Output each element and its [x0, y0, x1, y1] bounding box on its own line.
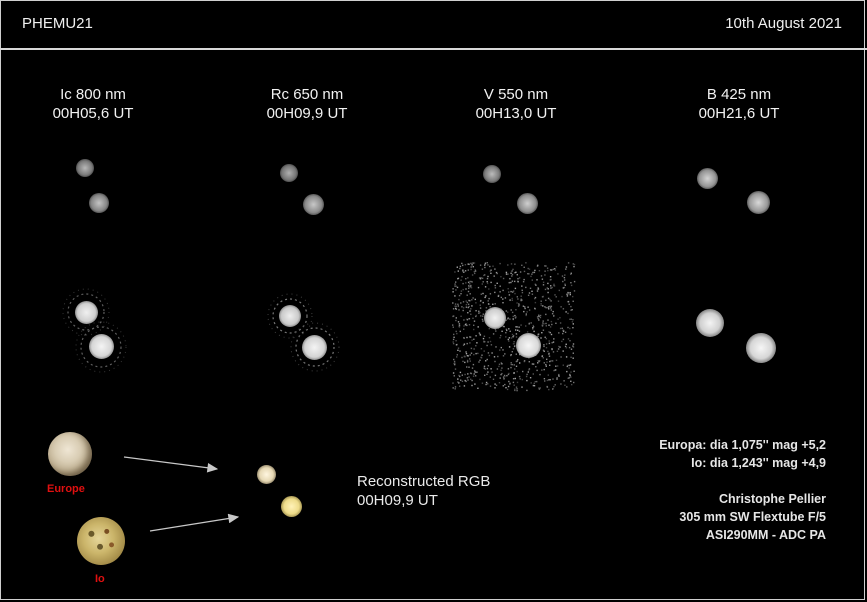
- event-title: PHEMU21: [22, 15, 93, 32]
- europa-label: Europe: [47, 483, 85, 495]
- telescope: 305 mm SW Flextube F/5: [679, 510, 826, 524]
- filter-caption-ic: Ic 800 nm 00H05,6 UT: [23, 85, 163, 123]
- moon-io-v-raw: [517, 193, 538, 214]
- moon-io-b: [746, 333, 776, 363]
- filter-time: 00H05,6 UT: [52, 105, 134, 122]
- filter-caption-b: B 425 nm 00H21,6 UT: [669, 85, 809, 123]
- filter-caption-v: V 550 nm 00H13,0 UT: [446, 85, 586, 123]
- moon-europa-ic: [75, 301, 98, 324]
- header-divider: [0, 48, 867, 50]
- moon-io-rc: [302, 335, 327, 360]
- filter-caption-rc: Rc 650 nm 00H09,9 UT: [237, 85, 377, 123]
- io-data: Io: dia 1,243'' mag +4,9: [691, 456, 826, 470]
- moon-europa-rc: [279, 305, 301, 327]
- moon-europa-ic-raw: [76, 159, 94, 177]
- author: Christophe Pellier: [719, 492, 826, 506]
- moon-io-b-raw: [747, 191, 770, 214]
- filter-band: V 550 nm: [483, 86, 549, 103]
- filter-band: Ic 800 nm: [60, 86, 126, 103]
- filter-time: 00H09,9 UT: [266, 105, 348, 122]
- moon-europa-b: [696, 309, 724, 337]
- moon-europa-rgb: [257, 465, 276, 484]
- credits: Christophe Pellier 305 mm SW Flextube F/…: [679, 490, 826, 544]
- moon-data: Europa: dia 1,075'' mag +5,2 Io: dia 1,2…: [659, 436, 826, 472]
- moon-io-ic: [89, 334, 114, 359]
- observation-date: 10th August 2021: [725, 15, 842, 32]
- io-label: Io: [95, 573, 105, 585]
- filter-time: 00H21,6 UT: [698, 105, 780, 122]
- rgb-time: 00H09,9 UT: [357, 492, 438, 509]
- filter-time: 00H13,0 UT: [475, 105, 557, 122]
- moon-io-rc-raw: [303, 194, 324, 215]
- moon-europa-v: [484, 307, 506, 329]
- rgb-title: Reconstructed RGB: [357, 473, 491, 490]
- moon-europa-rc-raw: [280, 164, 298, 182]
- europa-globe: [48, 432, 92, 476]
- moon-europa-b-raw: [697, 168, 718, 189]
- io-globe: [77, 517, 125, 565]
- europa-data: Europa: dia 1,075'' mag +5,2: [659, 438, 826, 452]
- moon-europa-v-raw: [483, 165, 501, 183]
- moon-io-rgb: [281, 496, 302, 517]
- moon-io-ic-raw: [89, 193, 109, 213]
- moon-io-v: [516, 333, 541, 358]
- arrow-to-io: [149, 513, 240, 532]
- camera: ASI290MM - ADC PA: [705, 528, 826, 542]
- arrow-to-europa: [123, 456, 219, 473]
- filter-band: Rc 650 nm: [270, 86, 344, 103]
- rgb-caption: Reconstructed RGB 00H09,9 UT: [357, 472, 490, 510]
- filter-band: B 425 nm: [706, 86, 772, 103]
